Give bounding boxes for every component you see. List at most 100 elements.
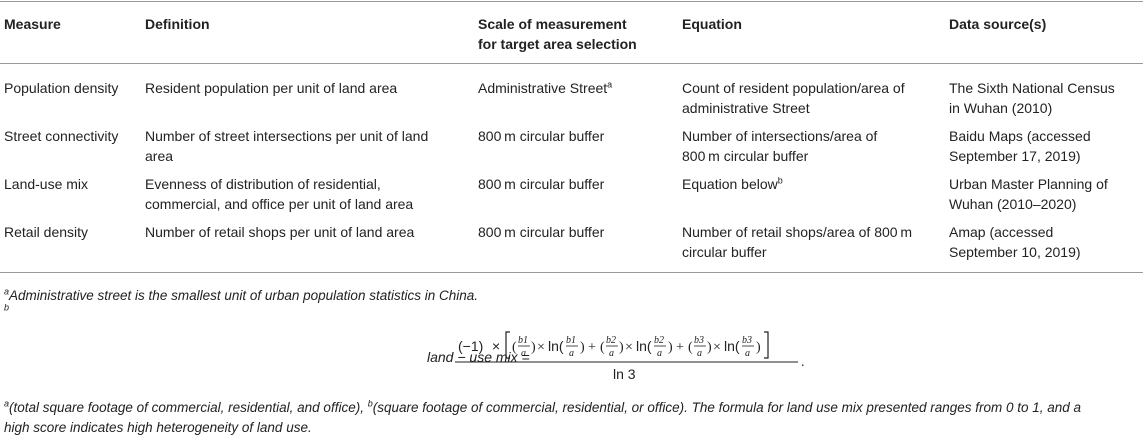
row-land-use-mix-source: Urban Master Planning of Wuhan (2010–202… (949, 174, 1108, 214)
formula-plus: + (676, 340, 684, 355)
row-retail-density-measure: Retail density (4, 224, 89, 240)
formula-b1-num: b1 (566, 335, 576, 346)
formula-b3-num: b3 (694, 335, 704, 346)
definition-line: area (145, 148, 174, 164)
footnote-a-text: Administrative street is the smallest un… (9, 288, 478, 303)
footnote-a: aAdministrative street is the smallest u… (4, 286, 1124, 306)
formula-paren: ) (619, 340, 624, 355)
formula-period: . (801, 355, 805, 370)
row-retail-density-equation: Number of retail shops/area of 800 m cir… (682, 222, 912, 262)
footnote-a-mark: a (4, 286, 10, 297)
table-bottom-rule (0, 272, 1143, 273)
row-population-density-source: The Sixth National Census in Wuhan (2010… (949, 78, 1115, 118)
row-street-connectivity-scale: 800 m circular buffer (478, 128, 605, 144)
formula-lhs: land − use mix = (427, 349, 530, 365)
source-line: Amap (accessed (949, 224, 1054, 240)
footnote-c-line2: high score indicates high heterogeneity … (4, 420, 312, 435)
source-line: September 17, 2019) (949, 148, 1081, 164)
row-population-density-scale: Administrative Streeta (478, 78, 612, 98)
definition-line: Evenness of distribution of residential, (145, 176, 381, 192)
footnote-c: a(total square footage of commercial, re… (4, 398, 1124, 438)
row-land-use-mix-definition: Evenness of distribution of residential,… (145, 174, 413, 214)
formula-paren: ) (531, 340, 536, 355)
formula-svg: land − use mix = (−1) × ( b1 a ) × ln( b… (427, 331, 805, 382)
scale-text: Administrative Street (478, 80, 608, 96)
equation-line: Number of intersections/area of (682, 128, 878, 144)
formula-times: × (492, 338, 500, 354)
header-source: Data source(s) (949, 16, 1047, 32)
source-line: in Wuhan (2010) (949, 100, 1053, 116)
row-population-density-measure: Population density (4, 80, 119, 96)
formula-ln: ln( (724, 338, 740, 354)
formula-right-bracket (764, 331, 769, 359)
footnote-c-mark-a: a (4, 398, 10, 409)
source-line: The Sixth National Census (949, 80, 1115, 96)
formula-paren: ( (512, 340, 517, 355)
row-land-use-mix-measure: Land-use mix (4, 176, 89, 192)
footnote-c-text-a: (total square footage of commercial, res… (9, 400, 368, 415)
row-population-density-definition: Resident population per unit of land are… (145, 80, 398, 96)
formula-ln: ln( (636, 338, 652, 354)
source-line: Wuhan (2010–2020) (949, 196, 1077, 212)
row-retail-density-definition: Number of retail shops per unit of land … (145, 224, 415, 240)
formula-times: × (625, 340, 633, 355)
formula-b1-num: b1 (518, 335, 528, 346)
source-line: September 10, 2019) (949, 244, 1081, 260)
header-scale-line2: for target area selection (478, 36, 637, 52)
formula-paren: ) (668, 340, 673, 355)
formula-b3-num: b3 (742, 335, 752, 346)
formula-paren: ( (600, 340, 605, 355)
row-street-connectivity-source: Baidu Maps (accessed September 17, 2019) (949, 126, 1091, 166)
source-line: Urban Master Planning of (949, 176, 1108, 192)
formula-paren: ) (580, 340, 585, 355)
formula-a-den: a (521, 348, 526, 359)
formula-a-den: a (569, 348, 574, 359)
footnote-a-marker: a (607, 79, 613, 90)
header-equation: Equation (682, 16, 742, 32)
formula-neg-one: (−1) (458, 338, 483, 354)
footnote-c-mark-b: b (367, 398, 373, 409)
footnote-c-line1: a(total square footage of commercial, re… (4, 398, 1124, 418)
footnote-b-mark: b (4, 302, 10, 313)
formula-a-den: a (745, 348, 750, 359)
header-measure: Measure (4, 16, 61, 32)
equation-text: Equation below (682, 176, 778, 192)
formula-times: × (713, 340, 721, 355)
formula-ln: ln( (548, 338, 564, 354)
row-retail-density-source: Amap (accessed September 10, 2019) (949, 222, 1081, 262)
table-header-rule (0, 63, 1143, 64)
header-definition: Definition (145, 16, 210, 32)
row-retail-density-scale: 800 m circular buffer (478, 224, 605, 240)
equation-line: circular buffer (682, 244, 767, 260)
formula-paren: ) (756, 340, 761, 355)
formula-left-bracket (505, 331, 510, 359)
formula-b2-num: b2 (654, 335, 664, 346)
formula-plus: + (588, 340, 596, 355)
footnote-b-marker: b (777, 175, 783, 186)
table-top-rule (0, 1, 1143, 2)
header-scale-line1: Scale of measurement (478, 16, 627, 32)
footnote-c-text-b: (square footage of commercial, residenti… (372, 400, 1082, 415)
formula-a-den: a (697, 348, 702, 359)
equation-line: 800 m circular buffer (682, 148, 809, 164)
formula-b2-num: b2 (606, 335, 616, 346)
land-use-mix-formula: land − use mix = (−1) × ( b1 a ) × ln( b… (0, 328, 1143, 384)
footnote-b: b (4, 302, 1124, 322)
definition-line: Number of street intersections per unit … (145, 128, 429, 144)
formula-a-den: a (657, 348, 662, 359)
row-population-density-equation: Count of resident population/area of adm… (682, 78, 905, 118)
formula-paren: ) (707, 340, 712, 355)
formula-paren: ( (688, 340, 693, 355)
definition-line: commercial, and office per unit of land … (145, 196, 414, 212)
equation-line: Number of retail shops/area of 800 m (682, 224, 913, 240)
header-scale: Scale of measurement for target area sel… (478, 14, 637, 54)
formula-times: × (537, 340, 545, 355)
formula-denominator: ln 3 (613, 366, 636, 382)
row-street-connectivity-measure: Street connectivity (4, 128, 119, 144)
formula-a-den: a (609, 348, 614, 359)
row-land-use-mix-equation: Equation belowb (682, 174, 783, 194)
equation-line: administrative Street (682, 100, 810, 116)
row-street-connectivity-definition: Number of street intersections per unit … (145, 126, 428, 166)
row-land-use-mix-scale: 800 m circular buffer (478, 176, 605, 192)
row-street-connectivity-equation: Number of intersections/area of 800 m ci… (682, 126, 877, 166)
